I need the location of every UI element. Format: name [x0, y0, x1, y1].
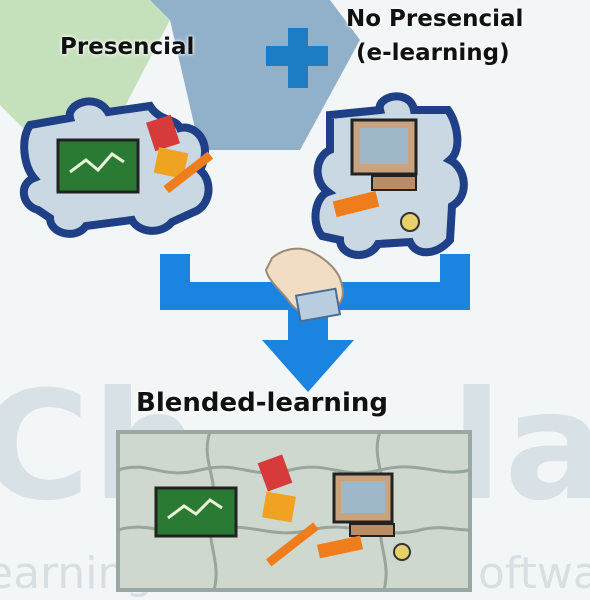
plus-icon: [266, 28, 328, 88]
blended-learning-image: [116, 430, 472, 592]
presencial-label: Presencial: [60, 34, 195, 60]
background-tagline-right: oftwa: [478, 548, 590, 599]
down-arrow-icon: [262, 340, 354, 392]
computer-icon: [332, 118, 420, 232]
no-presencial-puzzle-icon: [311, 92, 468, 259]
no-presencial-label: No Presencial: [346, 6, 524, 32]
books-and-pencil-icon: [146, 114, 214, 194]
books-and-pencil-icon: [257, 454, 319, 567]
presencial-puzzle-icon: [20, 97, 214, 238]
blended-learning-label: Blended-learning: [136, 388, 388, 418]
hand-icon: [264, 247, 344, 323]
chalkboard-icon: [56, 138, 140, 194]
chalkboard-icon: [154, 486, 238, 538]
computer-icon: [317, 472, 411, 561]
green-blob: [0, 0, 170, 135]
e-learning-label: (e-learning): [356, 40, 510, 66]
